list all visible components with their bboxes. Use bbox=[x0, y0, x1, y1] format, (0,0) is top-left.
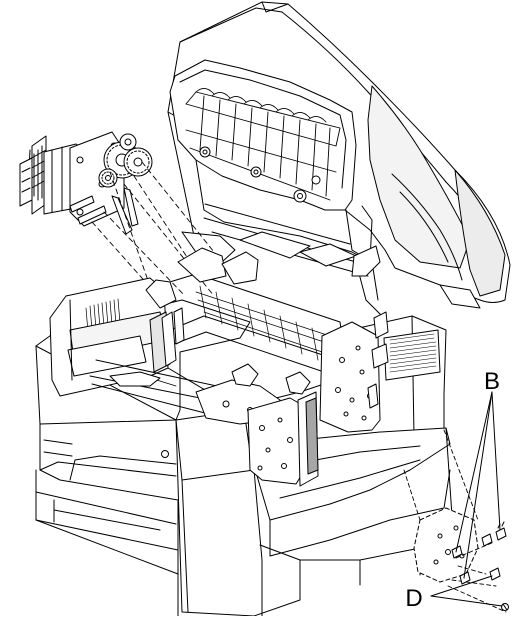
top-cover-assembly bbox=[167, 1, 511, 319]
callout-label-b: B bbox=[484, 368, 500, 395]
inner-chassis bbox=[49, 245, 389, 487]
screw-d-2 bbox=[501, 603, 509, 611]
screw-d-1 bbox=[489, 567, 501, 581]
screw-b-4 bbox=[481, 533, 493, 547]
screw-b-1 bbox=[495, 521, 507, 541]
motor-gear-assembly bbox=[19, 131, 223, 297]
screw-group-b bbox=[451, 521, 507, 585]
screw-b-3 bbox=[459, 571, 471, 585]
callout-leaders bbox=[430, 391, 503, 607]
screw-group-d bbox=[489, 567, 509, 611]
callout-label-d: D bbox=[405, 585, 422, 612]
